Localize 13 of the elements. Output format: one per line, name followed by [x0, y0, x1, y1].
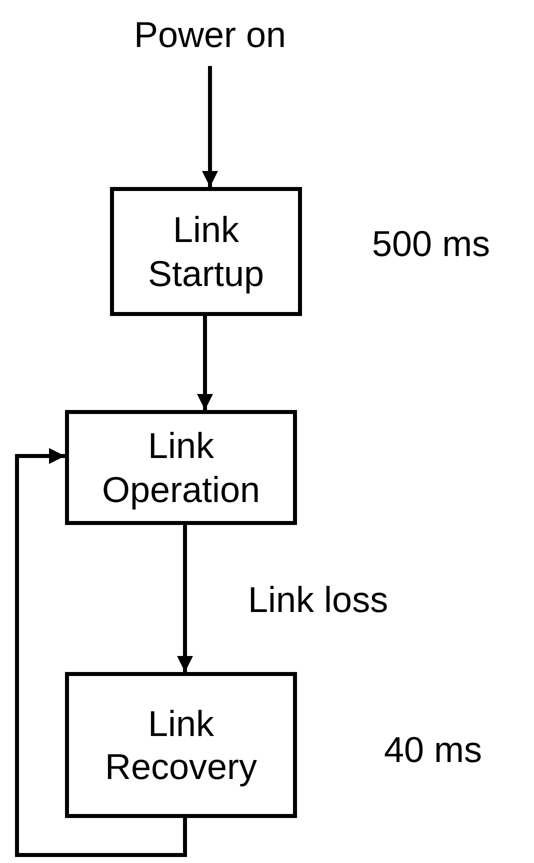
box-label: Link Recovery — [104, 702, 258, 788]
arrow — [15, 448, 187, 857]
process-box — [110, 187, 302, 316]
process-box — [65, 672, 297, 818]
start-label: Power on — [120, 8, 300, 62]
duration-label: 40 ms — [384, 728, 482, 772]
arrow — [197, 316, 213, 410]
process-box — [65, 410, 297, 525]
arrow — [202, 66, 218, 187]
box-label: Link Operation — [100, 424, 262, 511]
box-label: Link Startup — [146, 208, 266, 295]
duration-label: 500 ms — [372, 222, 490, 266]
arrow — [177, 525, 193, 672]
